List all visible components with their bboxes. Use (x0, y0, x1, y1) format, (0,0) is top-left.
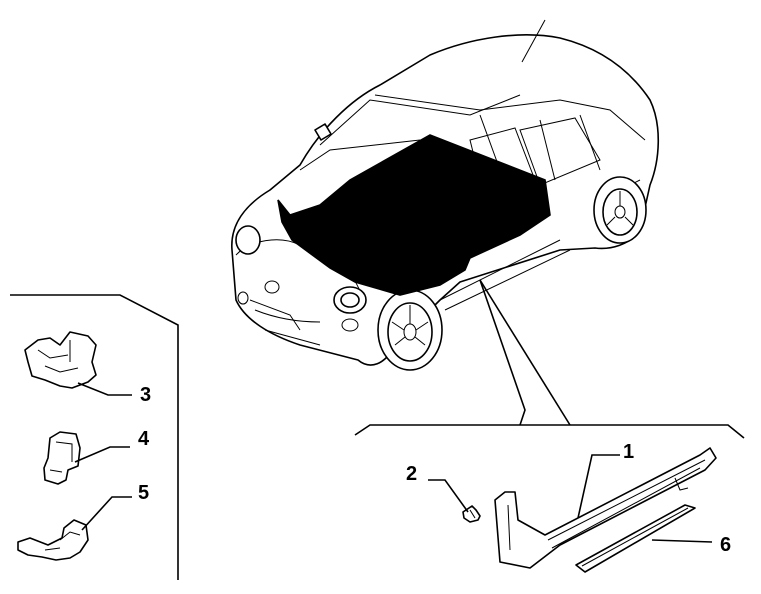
part-3-illustration (24, 331, 97, 389)
callout-3: 3 (140, 384, 151, 406)
part-5-illustration (17, 519, 89, 561)
hood-cover (277, 134, 551, 296)
callout-2: 2 (406, 463, 417, 485)
part-6-illustration (575, 504, 696, 573)
callout-4: 4 (138, 428, 150, 450)
part-4-illustration (43, 431, 81, 485)
car-illustration (231, 19, 660, 371)
left-detail-panel: 3 4 5 (10, 294, 179, 580)
right-detail-panel: 1 2 6 (354, 279, 745, 573)
callout-1: 1 (623, 441, 634, 463)
callout-5: 5 (138, 482, 149, 504)
part-1-illustration (494, 447, 717, 569)
callout-6: 6 (720, 534, 731, 556)
